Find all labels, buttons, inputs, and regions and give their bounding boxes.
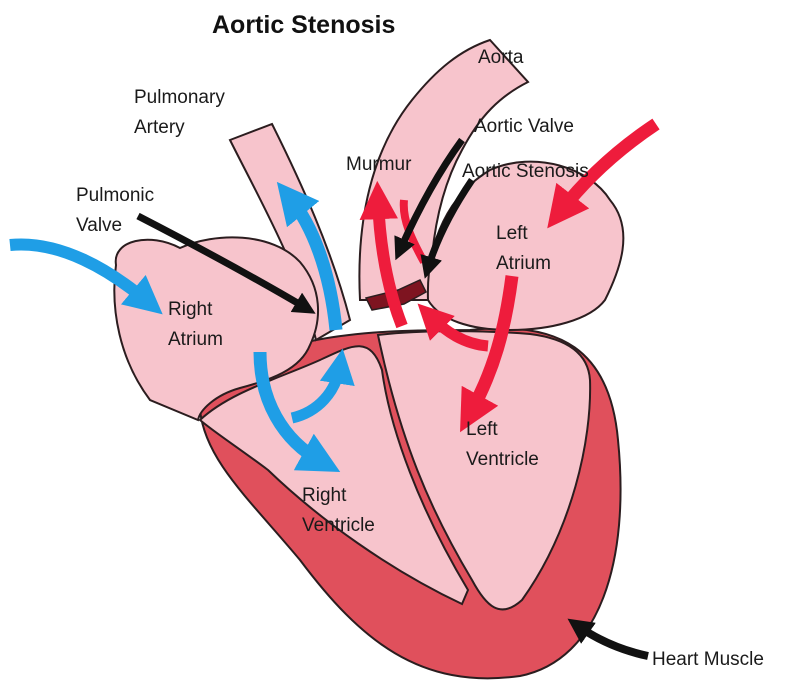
label-pulmonary-artery-line2: Artery	[134, 116, 185, 139]
label-pulmonic-valve-line1: Pulmonic	[76, 184, 154, 207]
label-right-atrium-line1: Right	[168, 298, 212, 321]
label-pulmonic-valve-line2: Valve	[76, 214, 122, 237]
label-aorta: Aorta	[478, 46, 523, 69]
label-left-ventricle-line1: Left	[466, 418, 498, 441]
label-pulmonary-artery-line1: Pulmonary	[134, 86, 225, 109]
label-left-atrium-line2: Atrium	[496, 252, 551, 275]
label-right-ventricle-line2: Ventricle	[302, 514, 375, 537]
left-atrium	[428, 162, 623, 330]
diagram-title: Aortic Stenosis	[212, 14, 395, 37]
label-left-atrium-line1: Left	[496, 222, 528, 245]
label-heart-muscle: Heart Muscle	[652, 648, 764, 671]
label-aortic-valve: Aortic Valve	[474, 115, 574, 138]
label-aortic-stenosis: Aortic Stenosis	[462, 160, 589, 183]
label-right-ventricle-line1: Right	[302, 484, 346, 507]
label-right-atrium-line2: Atrium	[168, 328, 223, 351]
label-left-ventricle-line2: Ventricle	[466, 448, 539, 471]
label-murmur: Murmur	[346, 153, 411, 176]
pointer-heart-muscle	[578, 626, 648, 656]
